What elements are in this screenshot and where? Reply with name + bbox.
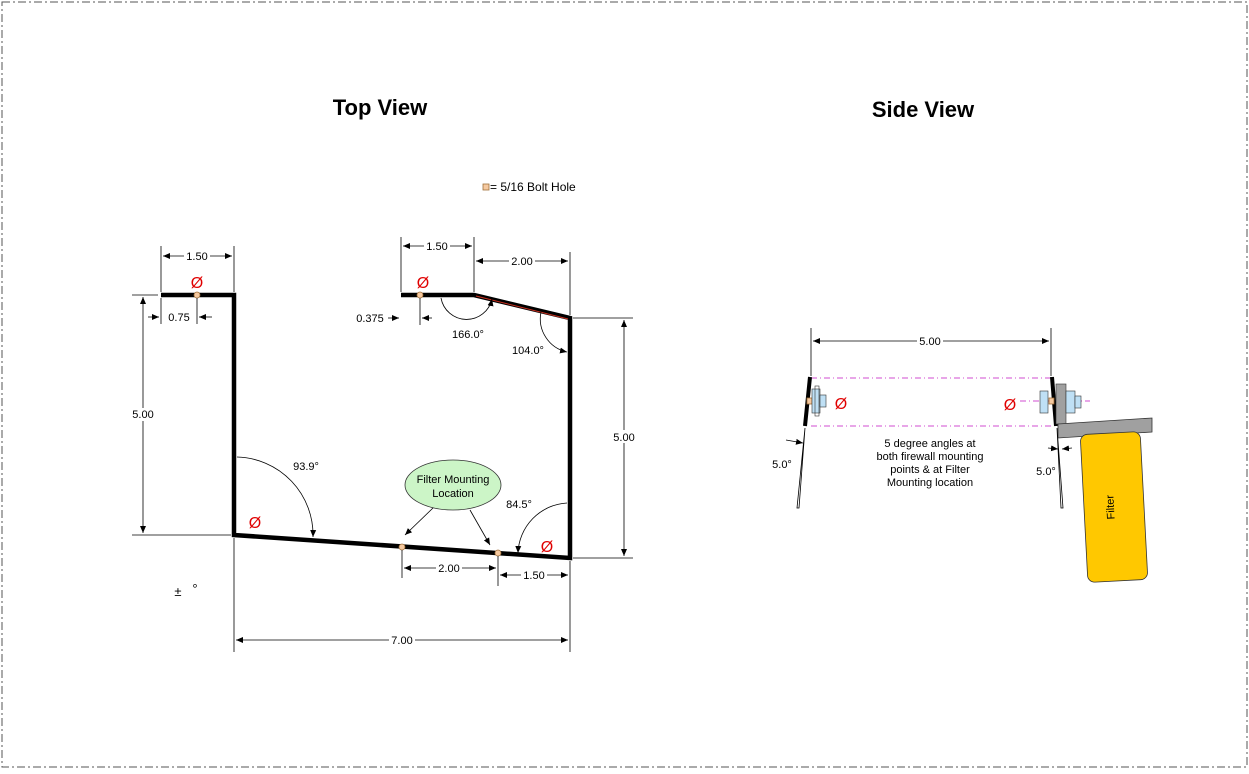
dim-left-tab-width: 1.50 (186, 251, 207, 263)
note-line-3: points & at Filter (890, 464, 970, 476)
bolt-hole (1048, 397, 1055, 405)
dim-right-slope-width: 2.00 (511, 256, 532, 268)
bolt-hole (806, 397, 813, 405)
dim-bottom-right-offset: 1.50 (523, 570, 544, 582)
filter-mounting-callout: Filter Mounting Location (404, 459, 502, 546)
phi-symbol: Ø (249, 515, 261, 532)
tolerance-symbol: ± (174, 584, 181, 599)
angle-166: 166.0° (452, 329, 484, 341)
dim-right-hole-offset: 0.375 (356, 313, 384, 325)
bolt-hole-icon (482, 183, 490, 191)
filter: Filter (1080, 431, 1148, 583)
top-view: Ø Ø Ø Ø 1.50 0.75 5.00 1.50 2.00 (131, 237, 636, 652)
dim-overall-width: 7.00 (391, 635, 412, 647)
angle-left: 5.0° (772, 459, 792, 471)
top-view-title: Top View (333, 95, 428, 120)
callout-line1: Filter Mounting (417, 474, 490, 486)
side-view: 5.00 Ø Ø Filter (772, 328, 1153, 583)
callout-line2: Location (432, 488, 474, 500)
bolt-hole (416, 291, 424, 299)
left-bolt (811, 385, 827, 417)
filter-label: Filter (1104, 494, 1117, 519)
phi-symbol: Ø (1004, 397, 1016, 414)
angle-right: 5.0° (1036, 466, 1056, 478)
side-view-title: Side View (872, 97, 975, 122)
bolt-hole (193, 291, 201, 299)
tolerance-degree: ° (192, 581, 197, 596)
dim-right-height: 5.00 (613, 432, 634, 444)
note-line-1: 5 degree angles at (884, 438, 975, 450)
phi-symbol: Ø (191, 275, 203, 292)
dim-right-tab-width: 1.50 (426, 241, 447, 253)
right-bracket (1055, 383, 1067, 425)
bolt-hole (398, 543, 406, 551)
dim-left-height: 5.00 (132, 409, 153, 421)
angle-wedge-left (796, 427, 806, 509)
phi-symbol: Ø (417, 275, 429, 292)
note-line-2: both firewall mounting (876, 451, 983, 463)
angle-104: 104.0° (512, 345, 544, 357)
slope-edge-highlight (475, 295, 569, 320)
dim-side-span: 5.00 (919, 336, 940, 348)
angle-84-5: 84.5° (506, 499, 532, 511)
dim-bottom-hole-spacing: 2.00 (438, 563, 459, 575)
bolt-hole-legend: = 5/16 Bolt Hole (482, 180, 576, 194)
bolt-hole (494, 549, 502, 557)
phi-symbol: Ø (835, 396, 847, 413)
phi-symbol: Ø (541, 539, 553, 556)
angle-93-9: 93.9° (293, 461, 319, 473)
angle-wedge-right (1056, 427, 1064, 509)
legend-text: = 5/16 Bolt Hole (490, 180, 576, 194)
right-bolt (1039, 390, 1082, 414)
dim-left-hole-offset: 0.75 (168, 312, 189, 324)
bracket-outline (161, 292, 573, 561)
note-line-4: Mounting location (887, 477, 973, 489)
